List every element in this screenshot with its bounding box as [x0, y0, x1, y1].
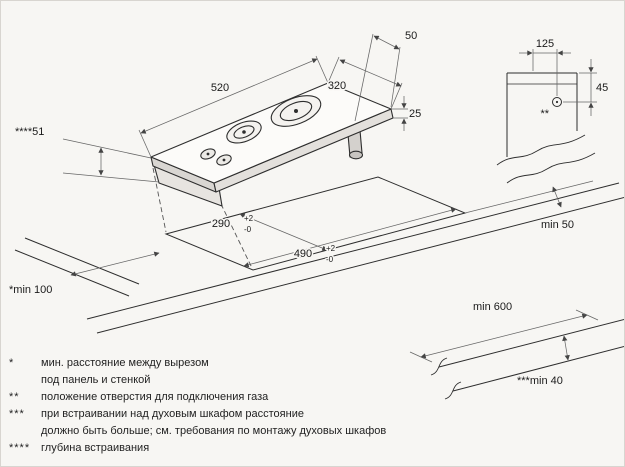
footnote-marker: *	[9, 357, 15, 369]
dim-520	[138, 55, 329, 158]
projection-line-left	[152, 167, 167, 233]
dim-min100-label: *min 100	[9, 284, 52, 296]
worktop-front-edge-top	[86, 182, 620, 320]
dimension-lines	[62, 33, 599, 363]
break-wave-oven-bottom	[444, 381, 462, 400]
detail-gas-connection	[496, 49, 597, 184]
dim-320	[327, 56, 403, 110]
footnote-text: мин. расстояние между вырезом	[41, 357, 209, 369]
footnote-marker	[9, 423, 41, 440]
footnote-entry: *** при встраивании над духовым шкафом р…	[9, 406, 569, 423]
dim-290-label: 290	[212, 218, 230, 230]
footnote-text: положение отверстия для подключения газа	[41, 391, 269, 403]
footnote-marker: **	[9, 391, 20, 403]
dim-490	[243, 207, 457, 268]
footnote-marker: ***	[9, 408, 25, 420]
dim-490-label: 490	[294, 248, 312, 260]
oven-bottom-edge	[452, 346, 624, 392]
dimension-labels: 520 320 50 25 ****51 290 +2 -0 490 +2 -0…	[8, 29, 610, 389]
dim-125-label: 125	[536, 38, 554, 50]
dim-45-label: 45	[596, 82, 608, 94]
worktop-front-edge-bottom	[96, 196, 624, 334]
control-knobs	[200, 148, 232, 166]
dim-290-tol-minus: -0	[244, 225, 252, 234]
dim-25-label: 25	[409, 108, 421, 120]
footnote-text: под панель и стенкой	[41, 374, 151, 386]
footnote-text: должно быть больше; см. требования по мо…	[41, 425, 387, 437]
footnote-entry: должно быть больше; см. требования по мо…	[9, 423, 569, 440]
dim-125	[519, 49, 571, 96]
dim-51-label: ****51	[15, 126, 44, 138]
dim-45	[563, 59, 597, 116]
gas-pipe-foot	[348, 150, 364, 160]
hob-isometric-view	[150, 82, 394, 207]
break-wave-detail-1	[496, 134, 586, 166]
dim-min40	[562, 335, 570, 361]
dim-min50	[464, 180, 594, 214]
dim-50	[354, 33, 401, 122]
break-wave-detail-2	[506, 152, 596, 184]
gas-hole-marker-label: **	[540, 108, 549, 120]
dim-25	[391, 96, 408, 131]
footnote-marker: ****	[9, 442, 31, 454]
dim-min50-label: min 50	[541, 219, 574, 231]
break-wave-oven-top	[430, 357, 448, 376]
dim-490-tol-minus: -0	[326, 255, 334, 264]
gas-hole-center	[555, 100, 559, 104]
dim-520-label: 520	[211, 82, 229, 94]
footnote-marker	[9, 372, 41, 389]
footnotes: * мин. расстояние между вырезом под пане…	[9, 355, 569, 457]
dim-490-tol-plus: +2	[326, 244, 336, 253]
dim-min600-label: min 600	[473, 301, 512, 313]
footnote-entry: * мин. расстояние между вырезом	[9, 355, 569, 372]
dim-min600	[409, 309, 599, 363]
footnote-entry: под панель и стенкой	[9, 372, 569, 389]
footnote-text: при встраивании над духовым шкафом расст…	[41, 408, 304, 420]
dim-51	[62, 138, 160, 183]
dim-290-tol-plus: +2	[244, 214, 254, 223]
footnote-entry: ** положение отверстия для подключения г…	[9, 389, 569, 406]
footnote-entry: **** глубина встраивания	[9, 440, 569, 457]
dim-min100	[70, 251, 160, 277]
dim-320-label: 320	[328, 80, 346, 92]
dim-50-label: 50	[405, 30, 417, 42]
dim-min40-label: ***min 40	[517, 375, 563, 387]
footnote-text: глубина встраивания	[41, 442, 150, 454]
